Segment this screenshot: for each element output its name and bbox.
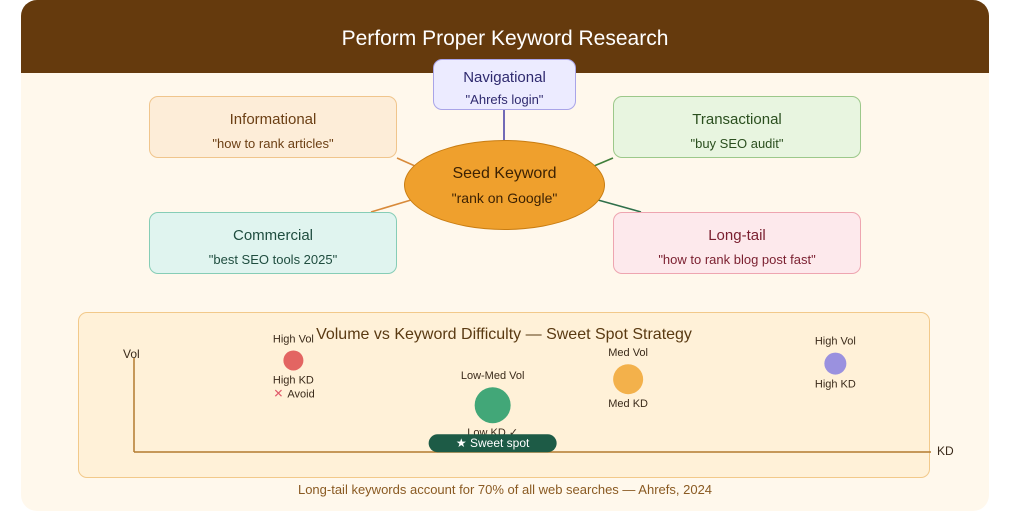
node-informational: Informational "how to rank articles" [149,96,397,158]
sweet-spot-badge [428,434,557,453]
data-point-1-label-bottom: High KD [273,374,314,386]
x-axis-label: KD [937,444,954,458]
node-longtail-title: Long-tail [708,227,766,244]
data-point-1-note: Avoid [287,388,314,400]
chart-title: Volume vs Keyword Difficulty — Sweet Spo… [316,326,692,343]
connector-longtail [597,199,642,213]
node-transactional-title: Transactional [692,111,782,128]
node-navigational-title: Navigational [463,69,546,86]
node-commercial-example: "best SEO tools 2025" [208,252,338,267]
seed-keyword-example: "rank on Google" [451,190,558,206]
node-longtail-example: "how to rank blog post fast" [658,252,816,267]
seed-keyword-title: Seed Keyword [452,165,557,182]
data-point-1-marker [283,350,304,371]
cross-icon: ✕ [273,386,283,400]
data-point-2-label-top: Low-Med Vol [461,370,525,382]
footnote: Long-tail keywords account for 70% of al… [297,482,713,497]
data-point-1-label-top: High Vol [273,333,314,345]
page-title: Perform Proper Keyword Research [341,27,669,50]
node-informational-title: Informational [229,111,317,128]
connector-transactional [593,157,614,167]
seed-keyword-ellipse: Seed Keyword "rank on Google" [404,140,605,230]
data-point-2-note: ★ Sweet spot [456,436,530,450]
node-navigational: Navigational "Ahrefs login" [433,59,576,110]
data-point-4-marker [824,352,847,375]
connector-commercial [370,199,412,213]
node-longtail: Long-tail "how to rank blog post fast" [613,212,861,274]
node-informational-example: "how to rank articles" [212,136,334,151]
connector-lines [370,110,642,213]
data-point-3-label-bottom: Med KD [608,398,648,410]
data-point-4-label-bottom: High KD [815,379,856,391]
infographic-card: Perform Proper Keyword Research Navigati… [21,0,989,511]
data-point-3-label-top: Med Vol [608,347,648,359]
node-transactional-example: "buy SEO audit" [690,136,784,151]
node-commercial: Commercial "best SEO tools 2025" [149,212,397,274]
node-navigational-example: "Ahrefs login" [465,92,544,107]
y-axis-label: Vol [123,347,140,361]
node-commercial-title: Commercial [232,227,313,244]
node-transactional: Transactional "buy SEO audit" [613,96,861,158]
data-point-2-marker [474,387,511,424]
data-point-3-marker [613,364,644,395]
connector-informational [396,157,416,167]
data-point-4-label-top: High Vol [815,336,856,348]
